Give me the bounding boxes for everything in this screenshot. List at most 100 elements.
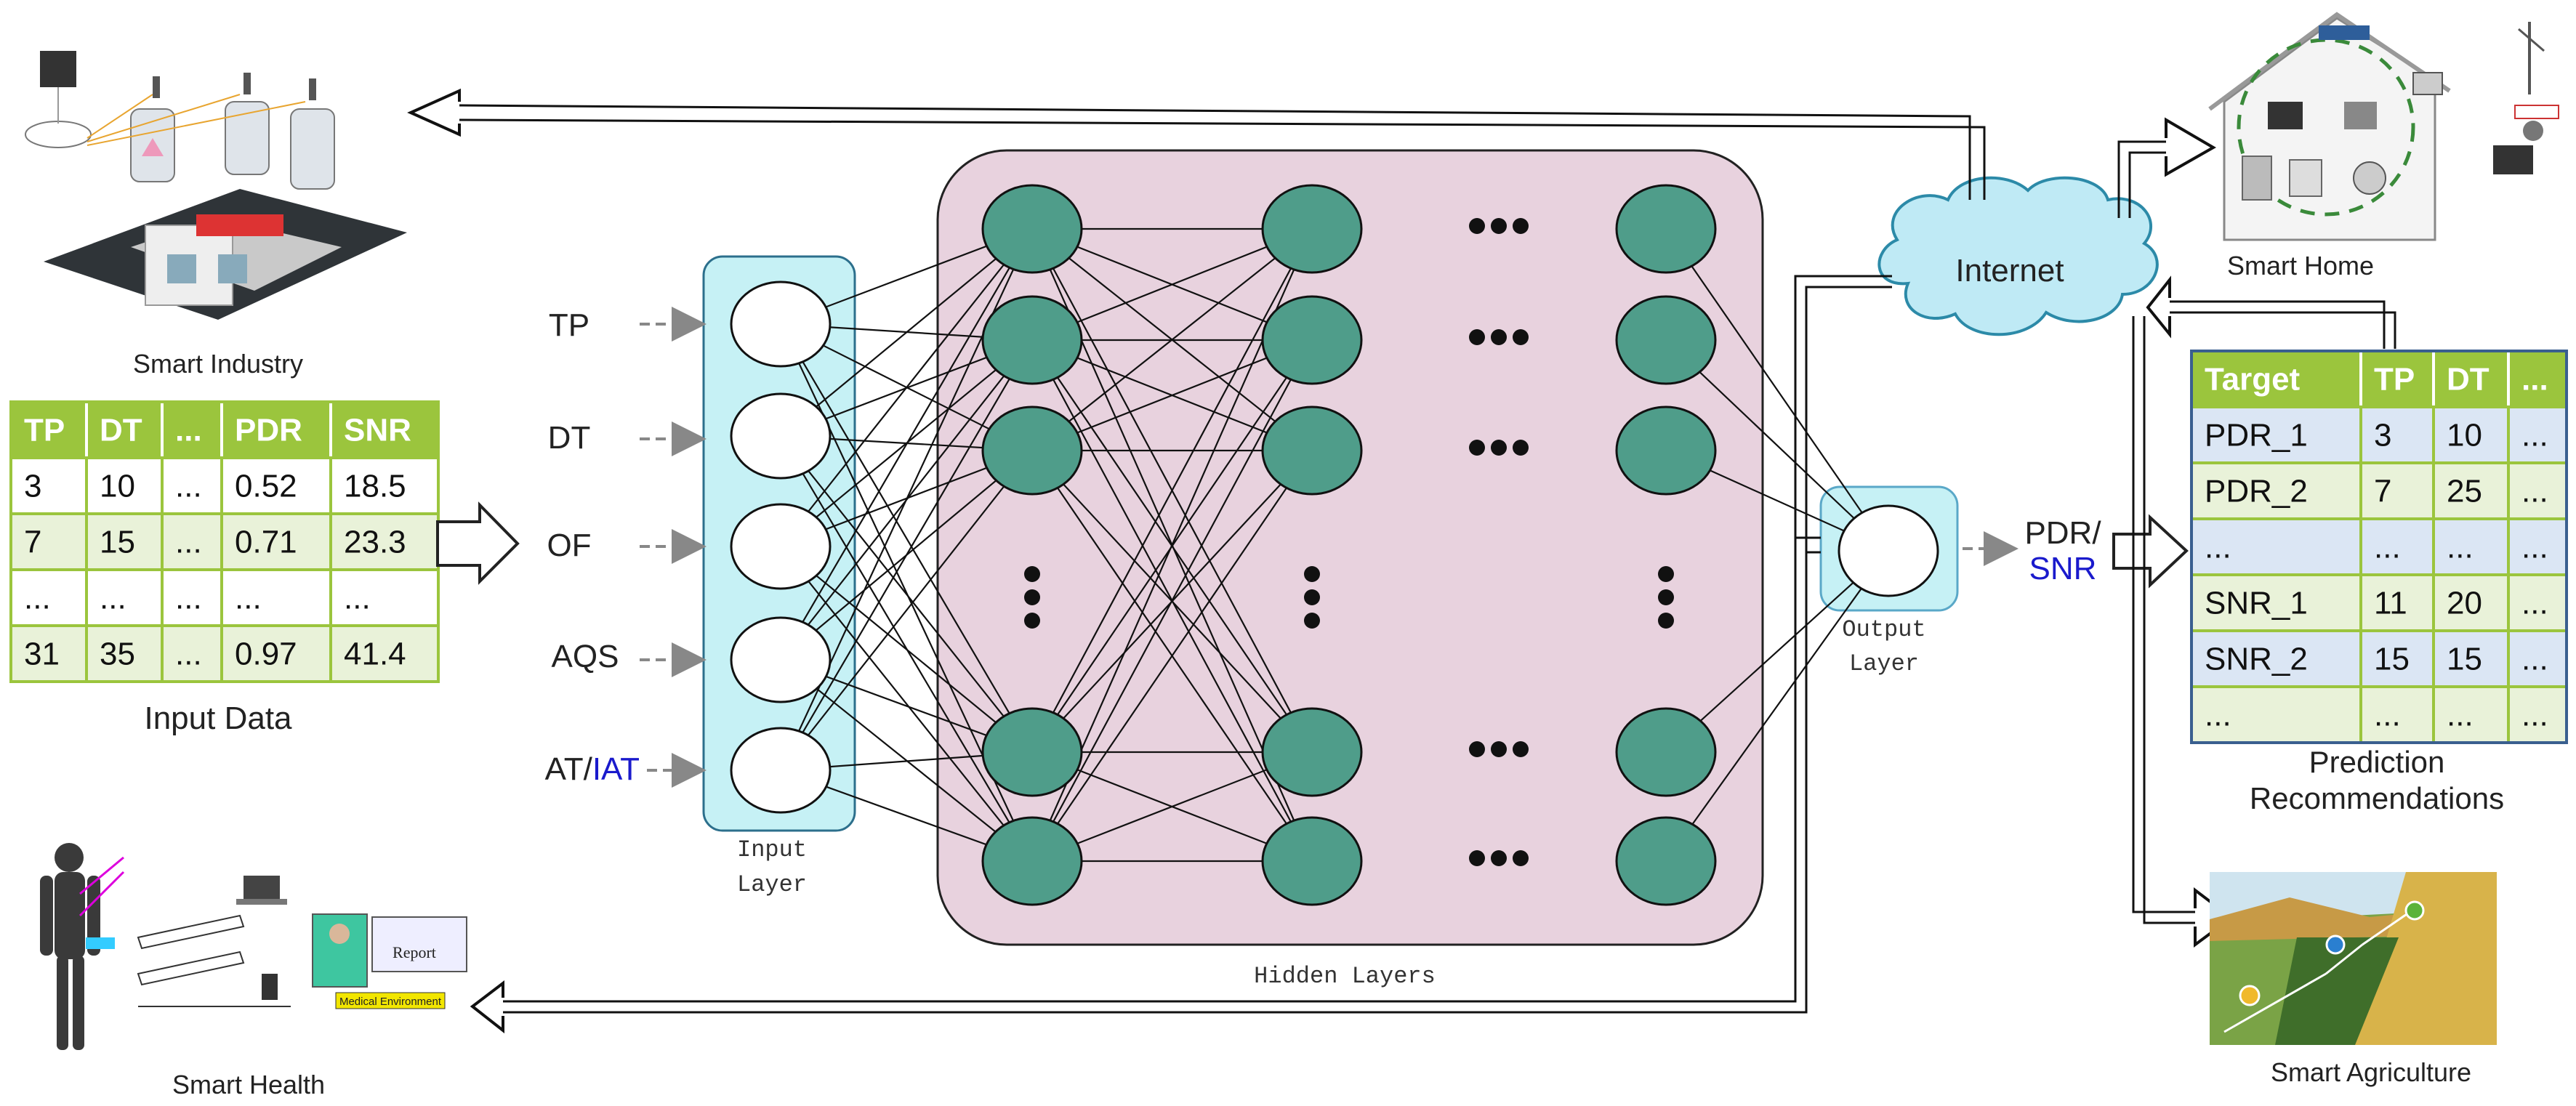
prediction-table-cell: PDR_2 <box>2205 474 2308 509</box>
prediction-table-cell: ... <box>2521 418 2548 453</box>
output-neuron <box>1838 504 1939 597</box>
smart-home-caption: Smart Home <box>2227 251 2374 280</box>
prediction-table-cell: ... <box>2521 586 2548 621</box>
input-table-cell: ... <box>175 525 202 560</box>
input-label-aqs: AQS <box>552 639 619 674</box>
prediction-block-arrow <box>2112 514 2189 589</box>
hidden-neuron <box>1261 295 1363 385</box>
hidden-neuron <box>981 405 1083 496</box>
input-table-cell: ... <box>344 581 371 616</box>
input-table-cell: 0.71 <box>235 525 297 560</box>
health-report-label: Report <box>393 943 436 961</box>
hidden-ellipsis <box>1024 218 1674 866</box>
input-table-header-cell: TP <box>24 413 65 448</box>
prediction-table-cell: SNR_2 <box>2205 642 2308 677</box>
input-label-tp: TP <box>549 307 589 343</box>
prediction-table-cell: 20 <box>2447 586 2482 621</box>
input-table-cell: 0.97 <box>235 637 297 672</box>
prediction-table-cell: ... <box>2521 642 2548 677</box>
prediction-table-header-cell: TP <box>2374 362 2415 397</box>
arrow-to-smart-industry <box>407 88 461 137</box>
input-table-header-cell: ... <box>175 413 202 448</box>
prediction-table-cell: ... <box>2374 698 2401 733</box>
prediction-table-cell: ... <box>2447 698 2474 733</box>
input-table-cell: 0.52 <box>235 469 297 504</box>
hidden-neuron <box>1261 816 1363 906</box>
input-layer-label-1: Input <box>737 836 807 863</box>
input-neuron <box>730 616 832 703</box>
network-neurons <box>730 184 1939 906</box>
input-label-at: AT/IAT <box>545 751 640 787</box>
smart-agriculture-caption: Smart Agriculture <box>2271 1057 2471 1087</box>
output-layer-label-1: Output <box>1842 616 1925 643</box>
input-table-cell: ... <box>235 581 262 616</box>
input-data-caption: Input Data <box>144 701 292 736</box>
prediction-table-cell: 25 <box>2447 474 2482 509</box>
input-table-cell: 10 <box>100 469 135 504</box>
smart-health-caption: Smart Health <box>172 1070 325 1099</box>
prediction-table-cell: ... <box>2447 530 2474 565</box>
input-neuron <box>730 503 832 590</box>
prediction-caption-1: Prediction <box>2309 745 2445 779</box>
input-table-cell: 41.4 <box>344 637 406 672</box>
prediction-table-cell: ... <box>2205 698 2231 733</box>
prediction-table-cell: SNR_1 <box>2205 586 2308 621</box>
prediction-table-cell: PDR_1 <box>2205 418 2308 453</box>
smart-health-illustration: Report Medical Environment Smart Health <box>40 843 467 1099</box>
prediction-table-cell: 10 <box>2447 418 2482 453</box>
input-table-cell: 31 <box>24 637 60 672</box>
hidden-neuron <box>1261 405 1363 496</box>
hidden-neuron <box>1261 707 1363 797</box>
prediction-table-cell: ... <box>2521 698 2548 733</box>
prediction-table-cell: 15 <box>2374 642 2410 677</box>
smart-industry-caption: Smart Industry <box>133 349 303 379</box>
prediction-table-header-cell: Target <box>2205 362 2301 397</box>
hidden-neuron <box>981 184 1083 274</box>
hidden-layers-label: Hidden Layers <box>1254 963 1436 990</box>
hidden-neuron <box>1615 707 1717 797</box>
smart-home-illustration: Smart Home <box>2208 12 2559 280</box>
prediction-table-cell: 15 <box>2447 642 2482 677</box>
prediction-table-cell: ... <box>2521 530 2548 565</box>
output-label-pdr: PDR/ <box>2024 515 2101 551</box>
output-label-snr: SNR <box>2029 551 2097 586</box>
hidden-layers-panel <box>936 149 1764 946</box>
input-table-cell: 3 <box>24 469 41 504</box>
input-table-cell: 18.5 <box>344 469 406 504</box>
input-labels: TP DT OF AQS AT/IAT <box>545 307 707 788</box>
input-table-cell: 23.3 <box>344 525 406 560</box>
prediction-table-header-cell: DT <box>2447 362 2490 397</box>
hidden-neuron <box>1615 816 1717 906</box>
internet-cloud: Internet <box>1877 176 2159 336</box>
hidden-neuron <box>981 816 1083 906</box>
hidden-neuron <box>1261 184 1363 274</box>
smart-industry-illustration: Smart Industry <box>25 51 407 379</box>
input-label-dt: DT <box>548 420 591 456</box>
prediction-table-cell: 11 <box>2374 586 2407 621</box>
input-neuron <box>730 392 832 480</box>
input-table-cell: 15 <box>100 525 135 560</box>
input-table-header-cell: SNR <box>344 413 411 448</box>
prediction-table-cell: 7 <box>2374 474 2391 509</box>
arrow-into-cloud <box>2146 275 2171 339</box>
input-table-cell: 35 <box>100 637 135 672</box>
prediction-table-cell: ... <box>2521 474 2548 509</box>
input-table-cell: ... <box>175 469 202 504</box>
prediction-caption-2: Recommendations <box>2250 781 2504 815</box>
input-table-cell: ... <box>100 581 126 616</box>
input-block-arrow <box>436 501 520 585</box>
routing-lines <box>459 104 2396 1014</box>
health-environment-label: Medical Environment <box>339 996 442 1008</box>
input-label-iat: IAT <box>592 751 640 787</box>
prediction-table-header-cell: ... <box>2521 362 2548 397</box>
smart-agriculture-illustration: Smart Agriculture <box>2210 872 2497 1087</box>
arrow-to-smart-health <box>470 980 504 1034</box>
input-label-of: OF <box>547 528 591 563</box>
input-neuron <box>730 280 832 368</box>
input-table-cell: ... <box>24 581 51 616</box>
input-table-header-cell: PDR <box>235 413 302 448</box>
prediction-table-cell: ... <box>2374 530 2401 565</box>
